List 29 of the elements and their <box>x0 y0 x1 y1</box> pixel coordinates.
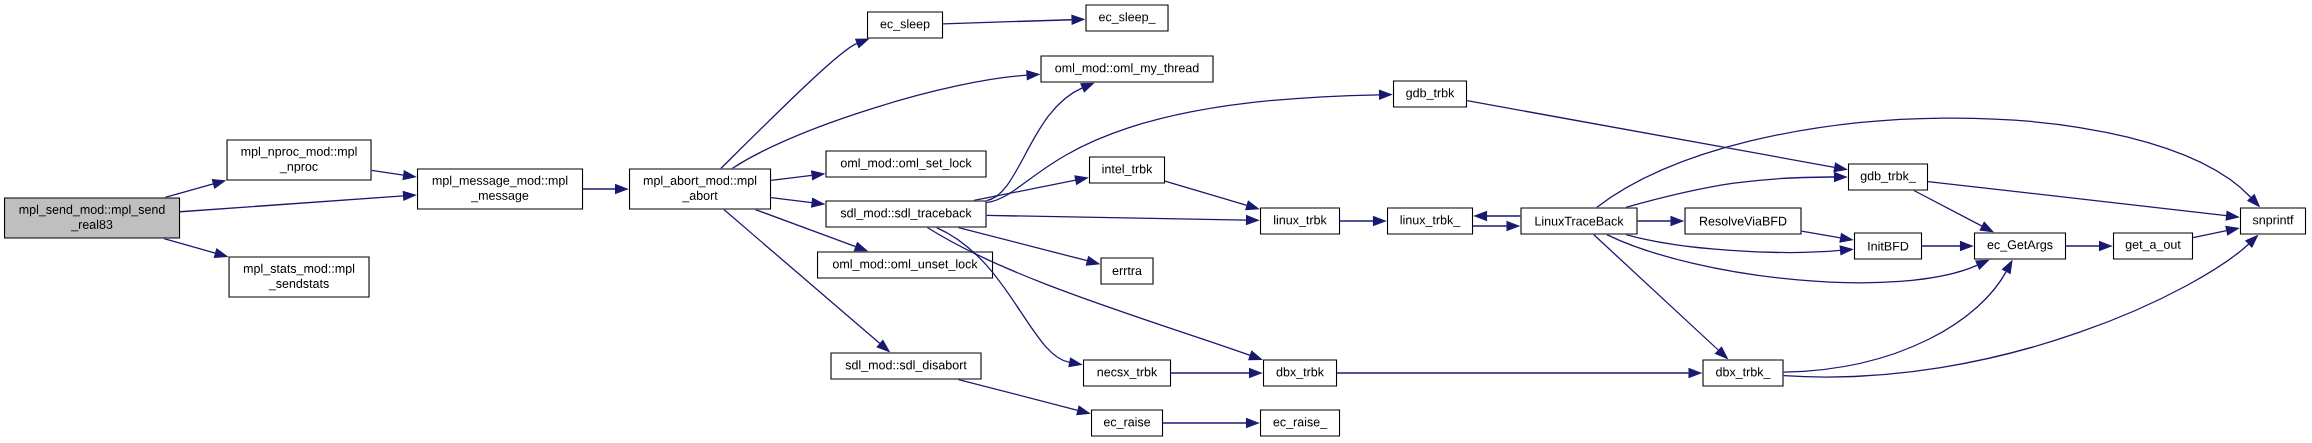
function-box: necsx_trbk <box>1082 359 1172 387</box>
function-box: ec_sleep_ <box>1085 4 1169 32</box>
function-box: ResolveViaBFD <box>1684 207 1802 235</box>
function-box: InitBFD <box>1853 232 1923 260</box>
function-box: mpl_nproc_mod::mpl _nproc <box>226 139 372 181</box>
function-box: ec_raise <box>1090 409 1164 437</box>
function-box: oml_mod::oml_my_thread <box>1040 55 1214 83</box>
function-box: ec_GetArgs <box>1973 232 2067 260</box>
function-box: sdl_mod::sdl_traceback <box>825 200 987 228</box>
function-box: mpl_stats_mod::mpl _sendstats <box>228 256 370 298</box>
function-box: sdl_mod::sdl_disabort <box>830 352 982 380</box>
function-box: mpl_abort_mod::mpl _abort <box>628 168 772 210</box>
function-box: ec_sleep <box>866 11 944 39</box>
function-box: dbx_trbk_ <box>1702 359 1784 387</box>
function-box: gdb_trbk_ <box>1847 163 1929 191</box>
function-box: intel_trbk <box>1088 156 1166 184</box>
function-box: snprintf <box>2239 207 2307 235</box>
function-box: oml_mod::oml_set_lock <box>825 150 987 178</box>
function-box: dbx_trbk <box>1262 359 1338 387</box>
function-box: ec_raise_ <box>1259 409 1341 437</box>
function-box: get_a_out <box>2112 232 2194 260</box>
function-box: errtra <box>1100 257 1154 285</box>
function-box: mpl_send_mod::mpl_send _real83 <box>4 197 181 239</box>
function-box: oml_mod::oml_unset_lock <box>816 251 994 279</box>
function-box: LinuxTraceBack <box>1520 207 1638 235</box>
function-box: linux_trbk_ <box>1386 207 1474 235</box>
function-box: gdb_trbk <box>1392 80 1468 108</box>
function-box: mpl_message_mod::mpl _message <box>416 168 584 210</box>
function-box: linux_trbk <box>1259 207 1341 235</box>
